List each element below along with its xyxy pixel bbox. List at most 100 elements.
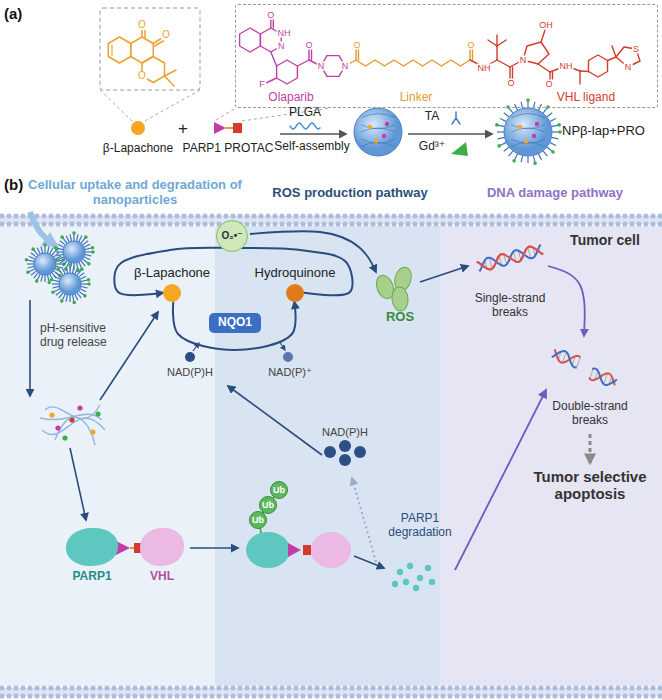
- lipid-head: [356, 221, 361, 226]
- atom-label: N: [277, 42, 286, 51]
- step-label: PARP1 degradation: [380, 512, 460, 540]
- ta-coating: [533, 102, 535, 109]
- carbonyl-bond: [141, 28, 143, 37]
- ta-coating: [84, 244, 90, 247]
- lipid-head: [531, 693, 536, 698]
- atom-label: O: [137, 71, 147, 81]
- lipid-head: [650, 213, 655, 218]
- protein-node: PARP1: [66, 528, 118, 584]
- lipid-head: [293, 221, 298, 226]
- lipid-head: [419, 685, 424, 690]
- lipid-head: [454, 213, 459, 218]
- molecule-node: β-Lapachone: [134, 266, 210, 302]
- bond: [311, 49, 312, 60]
- protac-linker: [130, 547, 134, 549]
- lipid-head: [629, 685, 634, 690]
- lipid-head: [419, 213, 424, 218]
- dna-strand: [589, 368, 618, 388]
- compound-name: β-Lapachone: [103, 142, 173, 156]
- lipid-head: [363, 213, 368, 218]
- lipid-head: [510, 685, 515, 690]
- lipid-head: [398, 685, 403, 690]
- cofactor-sphere: [283, 352, 293, 362]
- lipid-head: [104, 685, 109, 690]
- ta-coating: [504, 147, 509, 151]
- atom-label: N: [519, 56, 528, 65]
- lipid-head: [237, 213, 242, 218]
- lipid-head: [538, 213, 543, 218]
- lipid-head: [349, 213, 354, 218]
- lipid-head: [272, 685, 277, 690]
- lipid-head: [363, 693, 368, 698]
- bond: [345, 60, 356, 66]
- cofactor-sphere: [354, 446, 366, 458]
- ta-coating: [81, 286, 88, 288]
- lipid-head: [391, 213, 396, 218]
- lipid-head: [384, 221, 389, 226]
- lipid-head: [482, 685, 487, 690]
- lipid-head: [76, 685, 81, 690]
- lipid-head: [223, 685, 228, 690]
- ta-coating: [85, 254, 92, 256]
- released-drug: [77, 405, 82, 410]
- lipid-head: [139, 693, 144, 698]
- lipid-head: [111, 685, 116, 690]
- ta-coating: [527, 156, 528, 163]
- lipid-head: [216, 693, 221, 698]
- lipid-head: [13, 693, 18, 698]
- lipid-head: [328, 221, 333, 226]
- ta-coating: [56, 248, 63, 250]
- atom-label: O: [544, 80, 553, 89]
- ta-coating: [515, 154, 518, 160]
- ta-coating: [509, 108, 513, 113]
- lipid-head: [6, 685, 11, 690]
- superoxide-circle: O₂•⁻: [216, 220, 248, 252]
- lipid-head: [461, 685, 466, 690]
- outcome-label: Tumor selective apoptosis: [525, 468, 655, 503]
- panel-label: (b): [4, 176, 23, 193]
- ta-coating: [54, 289, 60, 292]
- lipid-head: [76, 221, 81, 226]
- lipid-head: [629, 693, 634, 698]
- lipid-head: [118, 693, 123, 698]
- lipid-head: [314, 213, 319, 218]
- lipid-head: [629, 221, 634, 226]
- lipid-head: [286, 685, 291, 690]
- node-text: Hydroquinone: [255, 266, 336, 281]
- lipid-head: [461, 221, 466, 226]
- node-text: NQO1: [218, 316, 252, 330]
- lipid-head: [300, 685, 305, 690]
- lipid-head: [461, 693, 466, 698]
- released-drug: [90, 429, 95, 434]
- lipid-head: [118, 221, 123, 226]
- lipid-head: [20, 213, 25, 218]
- reaction-arrow: [173, 302, 296, 350]
- protein-shape: [140, 528, 184, 566]
- lipid-head: [34, 685, 39, 690]
- lipid-head: [447, 213, 452, 218]
- ubiquitin-circle: Ub: [259, 496, 277, 514]
- lipid-head: [524, 685, 529, 690]
- lipid-head: [258, 213, 263, 218]
- loaded-drug: [385, 122, 389, 126]
- bond: [470, 60, 484, 67]
- ta-coating: [54, 253, 59, 257]
- polymer-mesh: [511, 142, 545, 146]
- lipid-head: [132, 213, 137, 218]
- lipid-head: [643, 693, 648, 698]
- lipid-head: [559, 213, 564, 218]
- lipid-head: [412, 213, 417, 218]
- lipid-head: [69, 685, 74, 690]
- lipid-head: [587, 213, 592, 218]
- phenyl-ring: [588, 55, 607, 77]
- lipid-head: [125, 685, 130, 690]
- lipid-head: [657, 693, 662, 698]
- lipid-head: [405, 221, 410, 226]
- protac-linker: [226, 127, 233, 129]
- lipid-head: [608, 221, 613, 226]
- protein-fragment: [403, 579, 409, 585]
- gd-ion: [87, 278, 91, 282]
- lipid-head: [650, 221, 655, 226]
- ta-coating: [47, 246, 49, 253]
- gd-ion: [557, 123, 561, 127]
